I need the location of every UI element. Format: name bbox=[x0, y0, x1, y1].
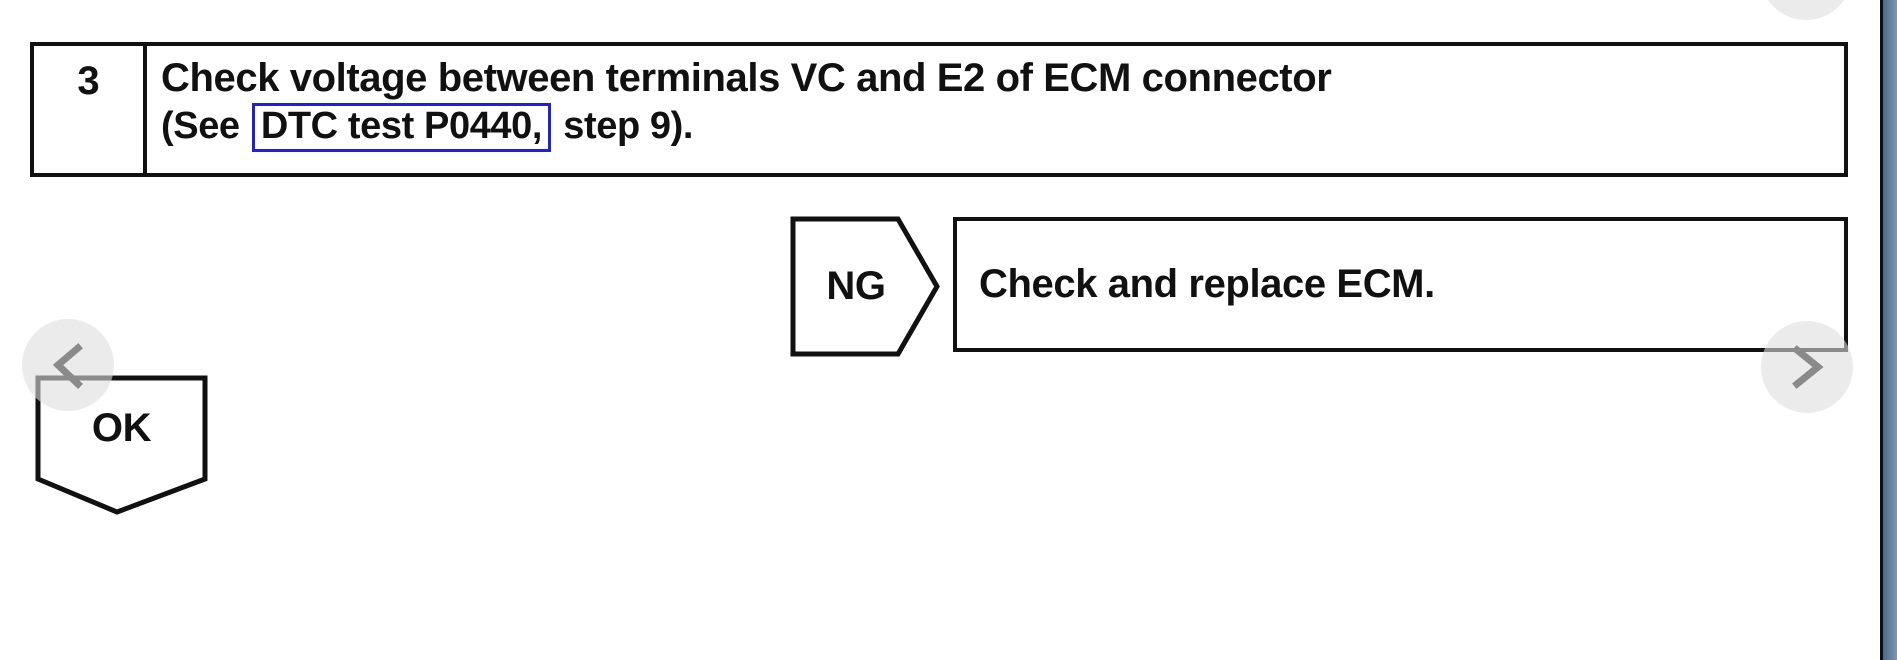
prev-page-button[interactable] bbox=[22, 319, 114, 411]
step-title: Check voltage between terminals VC and E… bbox=[161, 56, 1332, 100]
dtc-test-link[interactable]: DTC test P0440, bbox=[251, 102, 552, 152]
ok-pentagon-shape bbox=[35, 375, 208, 515]
ng-pentagon-shape bbox=[790, 216, 940, 357]
ng-action-text: Check and replace ECM. bbox=[979, 262, 1435, 306]
chevron-right-icon bbox=[1792, 345, 1824, 389]
ng-label: NG bbox=[826, 264, 886, 308]
ok-label: OK bbox=[91, 405, 152, 450]
ng-action-box: Check and replace ECM. bbox=[953, 217, 1848, 352]
vertical-scrollbar[interactable] bbox=[1880, 0, 1897, 660]
step-subtitle: (See DTC test P0440, step 9). bbox=[161, 102, 1331, 152]
next-page-button[interactable] bbox=[1761, 321, 1853, 413]
subtitle-prefix: (See bbox=[161, 104, 250, 147]
step-number: 3 bbox=[34, 46, 147, 173]
step-header-box: 3 Check voltage between terminals VC and… bbox=[30, 42, 1848, 177]
partial-nav-button[interactable] bbox=[1760, 0, 1852, 20]
chevron-left-icon bbox=[52, 343, 83, 389]
step-description: Check voltage between terminals VC and E… bbox=[147, 46, 1341, 173]
subtitle-suffix: step 9). bbox=[553, 104, 694, 147]
